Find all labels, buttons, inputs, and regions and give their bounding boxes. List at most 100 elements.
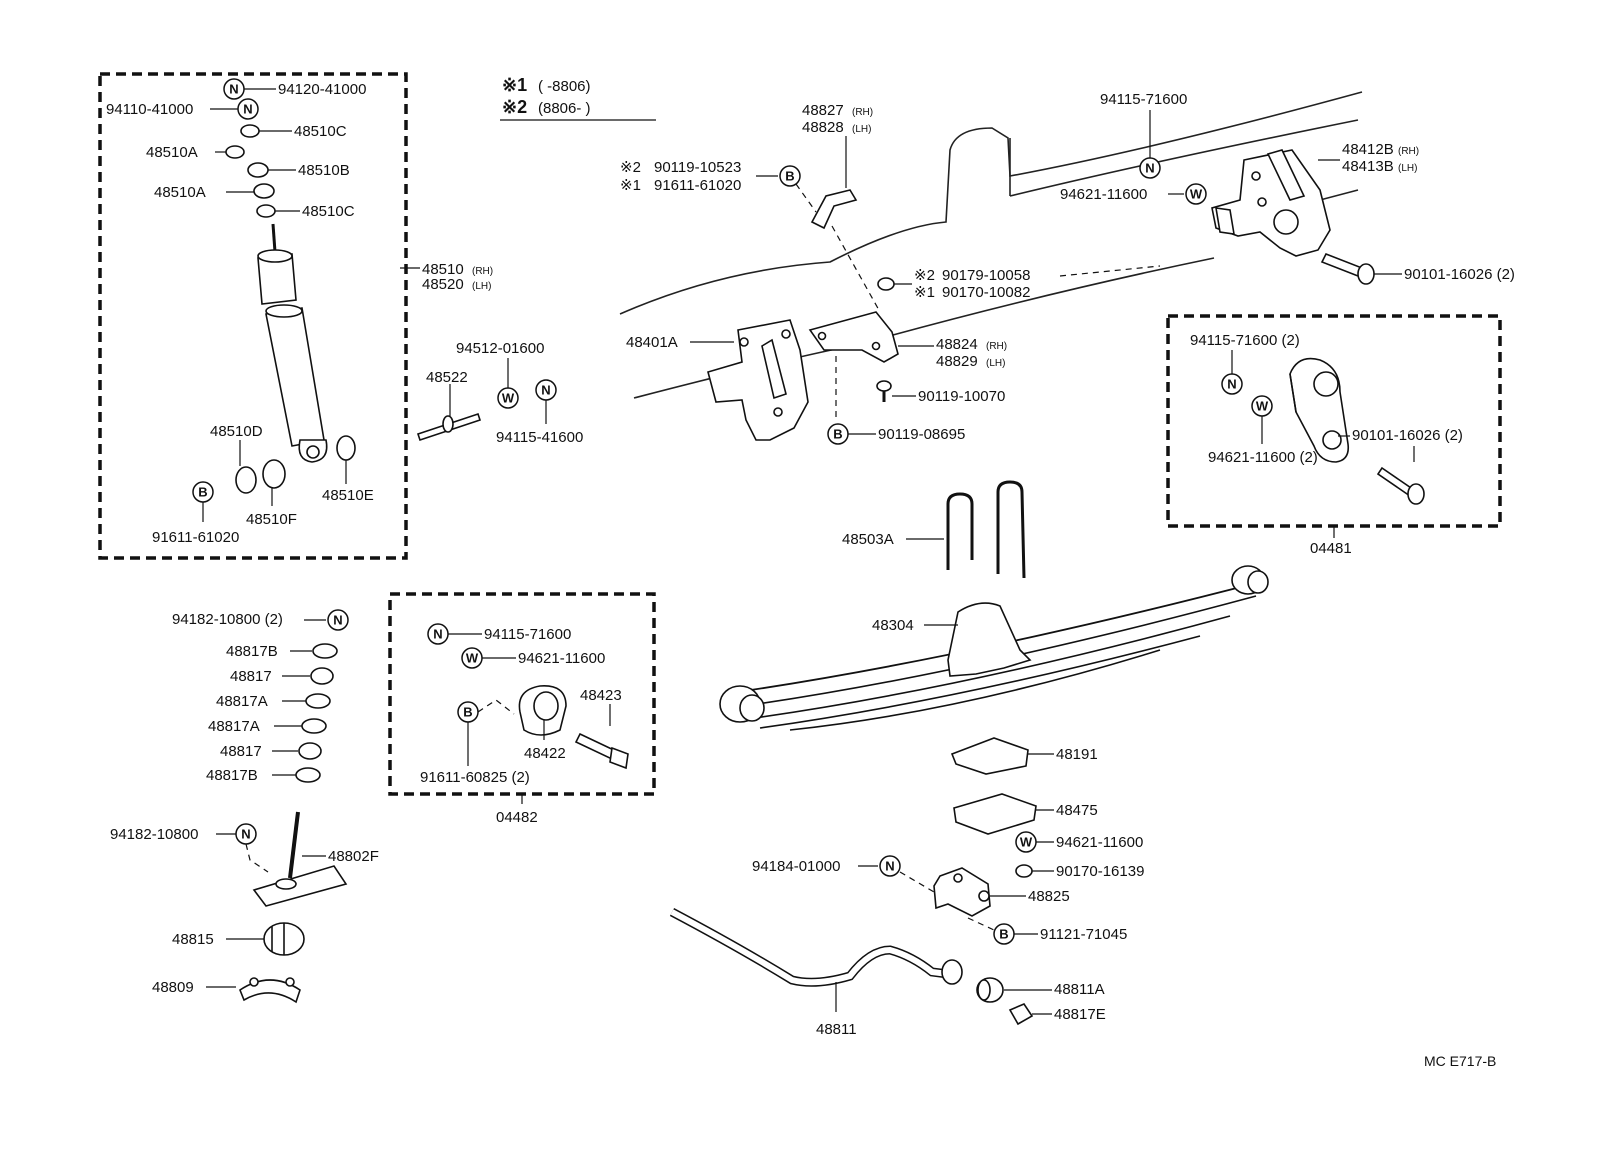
note1-mark-a: ※1 bbox=[620, 177, 641, 194]
label-48422: 48422 bbox=[524, 745, 566, 762]
spring-hanger-icon bbox=[1211, 149, 1331, 257]
label-48503a: 48503A bbox=[842, 531, 894, 548]
shock-absorber-kit-box bbox=[98, 72, 408, 560]
label-48510f: 48510F bbox=[246, 511, 297, 528]
svg-text:B: B bbox=[463, 705, 472, 720]
label-90170-16139: 90170-16139 bbox=[1056, 863, 1144, 880]
label-48510c-2: 48510C bbox=[302, 203, 355, 220]
label-48802f: 48802F bbox=[328, 848, 379, 865]
bushing-icon bbox=[262, 459, 286, 489]
svg-text:B: B bbox=[198, 485, 207, 500]
svg-text:W: W bbox=[1190, 187, 1203, 202]
note2-mark: ※2 bbox=[502, 97, 527, 117]
label-48825: 48825 bbox=[1028, 888, 1070, 905]
spring-seat-group: 48304 bbox=[872, 602, 1032, 677]
u-bolt-icon bbox=[946, 480, 1026, 579]
collar-icon bbox=[1008, 1003, 1034, 1026]
bracket-48422-icon bbox=[518, 685, 567, 736]
notes-block: ※1 ( -8806) ※2 (8806- ) bbox=[500, 75, 656, 121]
label-94621-11600-2: 94621-11600 (2) bbox=[1208, 449, 1318, 466]
plate-48475-group: 48475 bbox=[953, 793, 1098, 835]
nut-90170-16139-group: 90170-16139 bbox=[1015, 863, 1144, 880]
bushing-48811a-group: 48811A bbox=[976, 977, 1105, 1003]
cushion-icon bbox=[253, 183, 275, 199]
nut-symbol bbox=[879, 855, 901, 877]
svg-text:(LH): (LH) bbox=[986, 358, 1005, 369]
svg-text:W: W bbox=[466, 651, 479, 666]
label-48412b: 48412B bbox=[1342, 141, 1394, 158]
nut-90179-group: ※2 90179-10058 ※1 90170-10082 bbox=[877, 265, 1161, 301]
note2-mark-a: ※2 bbox=[620, 159, 641, 176]
label-94115-71600-top: 94115-71600 bbox=[1100, 91, 1187, 108]
washer-94621-group: W 94621-11600 bbox=[1015, 831, 1143, 853]
bolt-icon bbox=[1320, 252, 1375, 285]
bracket-48827-group: 48827 (RH) 48828 (LH) bbox=[802, 102, 881, 313]
svg-text:N: N bbox=[1227, 377, 1236, 392]
label-48520: 48520 bbox=[422, 276, 464, 293]
pad-48191-group: 48191 bbox=[950, 737, 1098, 775]
label-48828: 48828 bbox=[802, 119, 844, 136]
svg-text:(LH): (LH) bbox=[852, 124, 871, 135]
shock-top-hardware: N 94120-41000 N 94110-41000 48510C 48510… bbox=[106, 78, 366, 220]
bolt-90119-10523-group: ※2 90119-10523 ※1 91611-61020 B bbox=[620, 159, 817, 213]
svg-text:B: B bbox=[785, 169, 794, 184]
washer-icon bbox=[256, 204, 276, 218]
label-94512-01600: 94512-01600 bbox=[456, 340, 544, 357]
label-48817a-2: 48817A bbox=[208, 718, 260, 735]
bracket-48401a-group: 48401A bbox=[626, 319, 809, 441]
bushing-icon bbox=[235, 466, 257, 494]
nut-icon bbox=[877, 277, 895, 291]
kit-04481-label: 04481 bbox=[1310, 540, 1352, 557]
kit-04482-contents: N 94115-71600 W 94621-11600 48423 48422 … bbox=[420, 623, 629, 786]
nut-symbol bbox=[327, 609, 349, 631]
kit-04481-contents: 94115-71600 (2) N W 94621-11600 (2) 9010… bbox=[1190, 332, 1463, 505]
label-48522: 48522 bbox=[426, 369, 468, 386]
collar-48817e-group: 48817E bbox=[1008, 1003, 1106, 1026]
nut-symbol bbox=[1139, 157, 1161, 179]
label-48191: 48191 bbox=[1056, 746, 1098, 763]
frame-bracket-icon bbox=[707, 319, 809, 441]
label-94120-41000: 94120-41000 bbox=[278, 81, 366, 98]
note1-mark-b: ※1 bbox=[914, 284, 935, 301]
label-48817-1: 48817 bbox=[230, 668, 272, 685]
note1-mark: ※1 bbox=[502, 75, 527, 95]
label-90119-08695: 90119-08695 bbox=[878, 426, 965, 443]
label-48423: 48423 bbox=[580, 687, 622, 704]
pad-icon bbox=[950, 737, 1029, 775]
label-91611-60825: 91611-60825 (2) bbox=[420, 769, 530, 786]
bracket-icon bbox=[933, 867, 991, 917]
washer-symbol bbox=[497, 387, 519, 409]
label-91611-61020-a: 91611-61020 bbox=[152, 529, 239, 546]
label-94621-11600-c: 94621-11600 bbox=[1056, 834, 1143, 851]
svg-text:(RH): (RH) bbox=[1398, 146, 1419, 157]
bolt-90119-08695-group: B 90119-08695 bbox=[827, 423, 965, 445]
label-48817-2: 48817 bbox=[220, 743, 262, 760]
label-48811: 48811 bbox=[816, 1021, 857, 1038]
plate-icon bbox=[953, 793, 1037, 835]
label-94115-41600: 94115-41600 bbox=[496, 429, 583, 446]
spring-hanger-group: 94115-71600 N 94621-11600 W 48412B (RH) … bbox=[1060, 91, 1515, 285]
label-94621-11600-top: 94621-11600 bbox=[1060, 186, 1147, 203]
bolt-symbol bbox=[779, 165, 801, 187]
bracket-icon bbox=[808, 311, 899, 363]
label-48817e: 48817E bbox=[1054, 1006, 1106, 1023]
label-48510e: 48510E bbox=[322, 487, 374, 504]
cushion-icon bbox=[312, 643, 338, 659]
label-48827: 48827 bbox=[802, 102, 844, 119]
svg-text:N: N bbox=[1145, 161, 1154, 176]
shock-absorber-icon bbox=[257, 223, 328, 463]
svg-text:N: N bbox=[333, 613, 342, 628]
bracket-icon bbox=[810, 189, 858, 230]
stabilizer-bar-icon bbox=[669, 908, 963, 987]
label-94110-41000: 94110-41000 bbox=[106, 101, 193, 118]
label-90170-10082: 90170-10082 bbox=[942, 284, 1030, 301]
svg-text:B: B bbox=[833, 427, 842, 442]
stabilizer-link-parts: 94182-10800 (2) N 48817B 48817 48817A 48… bbox=[110, 609, 379, 1004]
label-90119-10070: 90119-10070 bbox=[918, 388, 1005, 405]
kit-04482-label: 04482 bbox=[496, 809, 538, 826]
washer-symbol bbox=[1185, 183, 1207, 205]
label-91611-61020-b: 91611-61020 bbox=[654, 177, 741, 194]
bolt-48423-icon bbox=[574, 732, 629, 770]
link-bracket-icon bbox=[252, 811, 348, 907]
